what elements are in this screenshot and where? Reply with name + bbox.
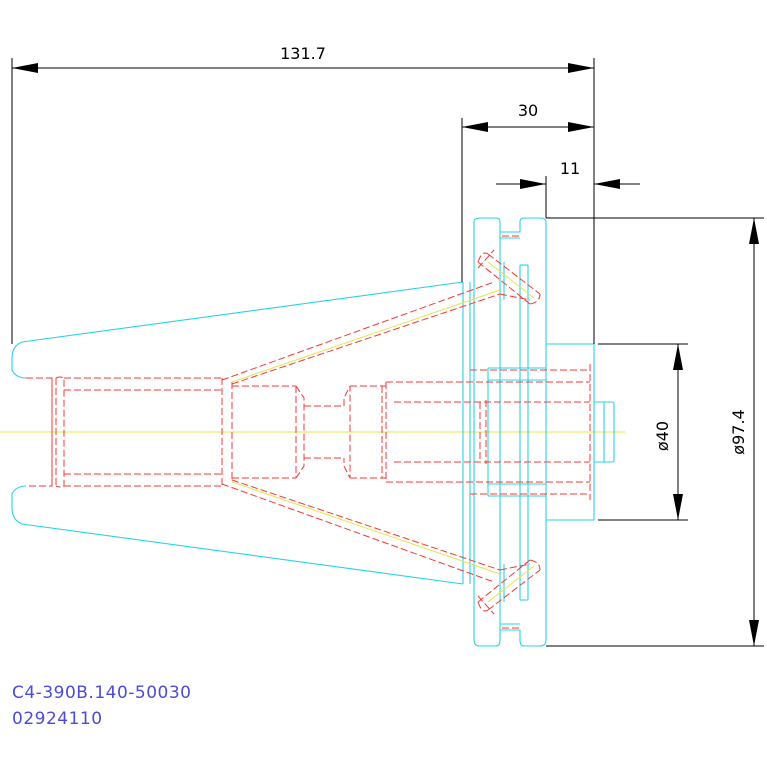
hidden-lines — [26, 235, 591, 629]
dimension-flange-width: 11 — [496, 159, 640, 218]
part-number: C4-390B.140-50030 — [12, 683, 192, 703]
bore-diameter-label: ø40 — [653, 421, 672, 451]
overall-length-label: 131.7 — [280, 44, 326, 63]
dimension-bore-diameter: ø40 — [598, 343, 688, 521]
item-code: 02924110 — [12, 709, 103, 729]
tool-outline — [11, 217, 615, 647]
flange-diameter-label: ø97.4 — [729, 409, 748, 454]
dimension-overall-length: 131.7 — [11, 44, 595, 344]
flange-width-label: 11 — [560, 159, 580, 178]
dimension-flange-length: 30 — [461, 101, 594, 282]
dimension-flange-diameter: ø97.4 — [546, 217, 764, 647]
flange-length-label: 30 — [518, 101, 538, 120]
center-lines — [231, 261, 535, 603]
